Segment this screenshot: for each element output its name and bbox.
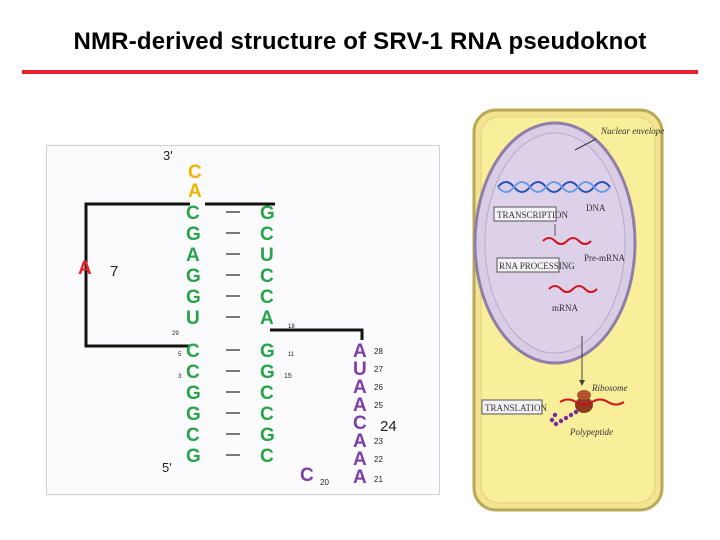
nuclear-envelope-label: Nuclear envelope [600,126,664,136]
five-prime-label: 5' [162,460,172,475]
loop-nucleotide: A [353,467,367,488]
loop-number: 24 [380,418,397,435]
left-number-b: 5 [178,352,182,358]
transcription-box [493,206,557,222]
transcription-label: TRANSCRIPTION [497,210,569,220]
dna-helix-icon [497,181,611,193]
loop-nucleotide: A [353,341,367,362]
bulge-number: 7 [110,263,118,280]
left-number-c: 3 [178,374,182,380]
translation-label: TRANSLATION [485,403,547,413]
mrna-label: mRNA [552,303,579,313]
right-nucleotide: G [260,203,275,224]
mrna-icon [548,285,598,293]
polypeptide-icon [549,409,579,427]
pre-mrna-icon [542,237,592,245]
right-nucleotide: G [260,425,275,446]
bulge-nucleotide: A [78,258,92,279]
bottom-nucleotide: C [300,465,314,486]
translation-box [481,399,543,415]
stem-number-mid: 11 [288,352,295,358]
right-nucleotide: A [260,308,274,329]
loop-nucleotide: C [353,413,367,434]
loop-numbers: 28 27 26 25 24 23 22 21 20 18 11 15 29 5… [172,324,397,487]
left-nucleotide: G [186,446,201,467]
title-underline [22,70,698,74]
right-nucleotide: C [260,446,274,467]
left-number-a: 29 [172,331,179,337]
loop-strand: A U A A C A A A C [300,341,367,488]
loop-number: 28 [374,347,383,356]
loop-nucleotide: A [353,377,367,398]
loop-nucleotide: U [353,359,367,380]
right-strand: G C U C C A G G C C G C [260,203,275,467]
loop-number: 25 [374,401,383,410]
right-nucleotide: U [260,245,274,266]
junction-number: 18 [288,324,295,330]
rna-processing-box [496,257,560,273]
left-nucleotide: C [186,203,200,224]
ribosome-icon [575,390,593,413]
left-nucleotide: G [186,224,201,245]
left-nucleotide: C [186,362,200,383]
translation-mrna-icon [559,398,625,406]
left-nucleotide: A [186,245,200,266]
dna-label: DNA [586,203,606,213]
left-nucleotide: G [186,266,201,287]
bottom-number: 20 [320,478,329,487]
right-nucleotide: G [260,341,275,362]
left-nucleotide: G [186,404,201,425]
three-prime-label: 3' [163,148,173,163]
polypeptide-label: Polypeptide [569,427,613,437]
left-nucleotide: C [186,425,200,446]
right-nucleotide: C [260,287,274,308]
right-nucleotide: G [260,362,275,383]
loop-number: 23 [374,437,383,446]
left-nucleotide: G [186,383,201,404]
stem-number-low: 15 [284,373,292,380]
loop-number: 27 [374,365,383,374]
right-nucleotide: C [260,404,274,425]
loop-number: 26 [374,383,383,392]
nuclear-envelope-pointer [574,138,597,151]
loop-nucleotide: A [353,449,367,470]
loop-nucleotide: A [353,431,367,452]
base-pair-dashes [226,211,240,456]
left-strand: C G A G G U C C G G C G [186,203,201,467]
nucleotide-top-1: C [188,162,202,183]
loop-nucleotide: A [353,395,367,416]
page-title: NMR-derived structure of SRV-1 RNA pseud… [73,28,647,55]
pre-mrna-label: Pre-mRNA [584,253,625,263]
right-nucleotide: C [260,224,274,245]
right-nucleotide: C [260,383,274,404]
left-nucleotide: C [186,341,200,362]
loop-number: 22 [374,455,383,464]
left-nucleotide: U [186,308,200,329]
nucleotide-top-2: A [188,181,202,202]
right-nucleotide: C [260,266,274,287]
left-nucleotide: G [186,287,201,308]
nucleus-inner [484,132,626,354]
ribosome-label: Ribosome [591,383,628,393]
pseudoknot-backbone-lines [84,202,364,348]
loop-number: 21 [374,475,383,484]
rna-processing-label: RNA PROCESSING [499,261,575,271]
